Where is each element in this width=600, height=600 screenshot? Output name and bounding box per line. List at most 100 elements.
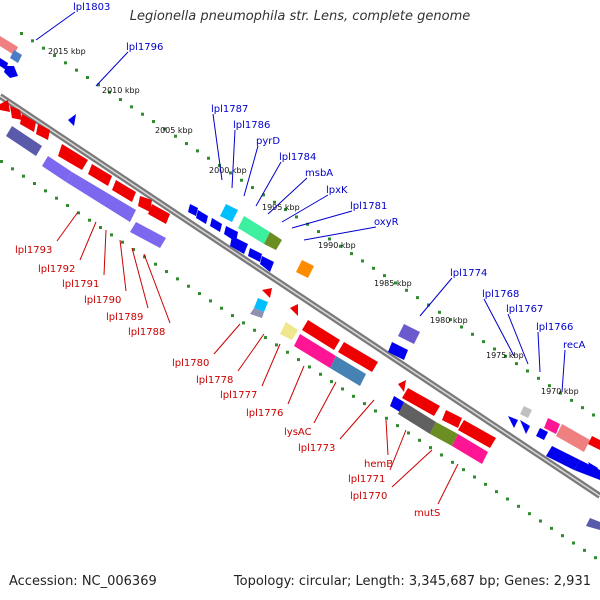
reverse-gene-label: lysAC: [284, 427, 312, 438]
reverse-gene-label: lpl1793: [15, 245, 52, 256]
reverse-gene-arrow: [398, 380, 406, 392]
forward-gene-label: lpxK: [326, 185, 348, 196]
tick-dot: [262, 193, 265, 197]
feature-block: [220, 204, 238, 222]
forward-gene-arrow: [210, 218, 222, 232]
scale-label: 1980 kbp: [430, 316, 468, 325]
tick-dot: [20, 32, 23, 35]
tick-dot: [383, 274, 386, 278]
tick-dot: [429, 446, 432, 450]
tick-dot: [317, 230, 320, 234]
tick-dot: [66, 204, 69, 208]
reverse-gene-arrow: [20, 114, 36, 132]
forward-gene-arrow: [588, 462, 598, 476]
tick-dot: [53, 54, 56, 58]
tick-dot: [64, 61, 67, 65]
tick-dot: [163, 127, 166, 131]
label-leader-line: [437, 463, 459, 505]
reverse-gene-labels: lpl1793lpl1792lpl1791lpl1790lpl1789lpl17…: [15, 245, 440, 519]
tick-dot: [427, 303, 430, 307]
tick-dot: [550, 526, 553, 530]
tick-dot: [11, 167, 14, 171]
reverse-gene-label: lpl1792: [38, 264, 75, 275]
reverse-gene-label: lpl1776: [246, 408, 283, 419]
tick-dot: [253, 328, 256, 332]
genome-summary-text: Topology: circular; Length: 3,345,687 bp…: [233, 574, 591, 589]
tick-dot: [517, 504, 520, 508]
forward-gene-label: lpl1781: [350, 201, 387, 212]
label-leader-line: [79, 221, 97, 261]
forward-gene-labels: lpl1803lpl1796lpl1787lpl1786pyrDlpl1784m…: [73, 2, 586, 351]
tick-dot: [196, 149, 199, 153]
scale-label: 2000 kbp: [209, 166, 247, 175]
feature-block: [330, 356, 366, 386]
map-title: Legionella pneumophila str. Lens, comple…: [129, 9, 471, 24]
tick-dot: [273, 200, 276, 204]
tick-dot: [548, 384, 551, 388]
tick-dot: [462, 468, 465, 472]
reverse-gene-label: lpl1770: [350, 491, 387, 502]
label-leader-line: [56, 211, 79, 242]
tick-dot: [339, 244, 342, 248]
tick-dot: [361, 259, 364, 263]
tick-dot: [528, 512, 531, 516]
forward-gene-arrow: [196, 210, 208, 224]
tick-dot: [152, 120, 155, 124]
forward-gene-arrow: [68, 114, 76, 126]
tick-dot: [187, 284, 190, 288]
scale-label: 2010 kbp: [102, 86, 140, 95]
reverse-gene-arrow: [88, 164, 112, 186]
reverse-gene-label: lpl1789: [106, 312, 143, 323]
reverse-gene-label: lpl1773: [298, 443, 335, 454]
label-leader-line: [119, 239, 127, 292]
forward-gene-label: lpl1784: [279, 152, 316, 163]
forward-gene-label: recA: [563, 340, 586, 351]
tick-dot: [141, 112, 144, 116]
feature-block: [294, 334, 336, 368]
reverse-gene-arrow: [458, 420, 496, 448]
tick-dot: [438, 310, 441, 314]
tick-dot: [286, 350, 289, 354]
tick-dot: [240, 178, 243, 182]
tick-dot: [121, 240, 124, 244]
forward-gene-label: lpl1787: [211, 104, 248, 115]
scale-label: 1970 kbp: [541, 387, 579, 396]
label-leader-line: [212, 113, 223, 181]
tick-dot: [308, 365, 311, 369]
reverse-gene-arrow: [36, 124, 50, 140]
tick-dot: [471, 332, 474, 336]
tick-dot: [581, 406, 584, 410]
tick-dot: [275, 343, 278, 347]
tick-dot: [405, 288, 408, 292]
forward-gene-label: lpl1768: [482, 289, 519, 300]
tick-dot: [396, 424, 399, 428]
tick-dot: [306, 222, 309, 226]
tick-dot: [174, 134, 177, 138]
tick-dot: [506, 497, 509, 501]
tick-dot: [198, 292, 201, 296]
reverse-gene-arrow: [138, 196, 152, 212]
feature-block: [250, 308, 264, 318]
reverse-gene-label: lpl1791: [62, 279, 99, 290]
tick-dot: [352, 394, 355, 398]
reverse-gene-arrow: [338, 342, 378, 372]
tick-dot: [493, 347, 496, 351]
tick-dot: [537, 376, 540, 380]
tick-dot: [264, 336, 267, 340]
label-leader-line: [389, 429, 407, 471]
tick-dot: [130, 105, 133, 109]
label-leader-line: [303, 226, 377, 241]
tick-dot: [583, 548, 586, 552]
tick-dot: [515, 362, 518, 366]
reverse-gene-label: hemB: [364, 459, 393, 470]
inner-tick-track: [0, 160, 597, 560]
tick-dot: [372, 266, 375, 270]
label-leader-line: [35, 11, 76, 41]
tick-dot: [440, 453, 443, 457]
forward-gene-label: pyrD: [256, 136, 280, 147]
forward-gene-label: lpl1786: [233, 120, 270, 131]
tick-dot: [143, 255, 146, 259]
forward-gene-arrow: [546, 446, 580, 470]
tick-dot: [185, 142, 188, 146]
tick-dot: [132, 248, 135, 252]
